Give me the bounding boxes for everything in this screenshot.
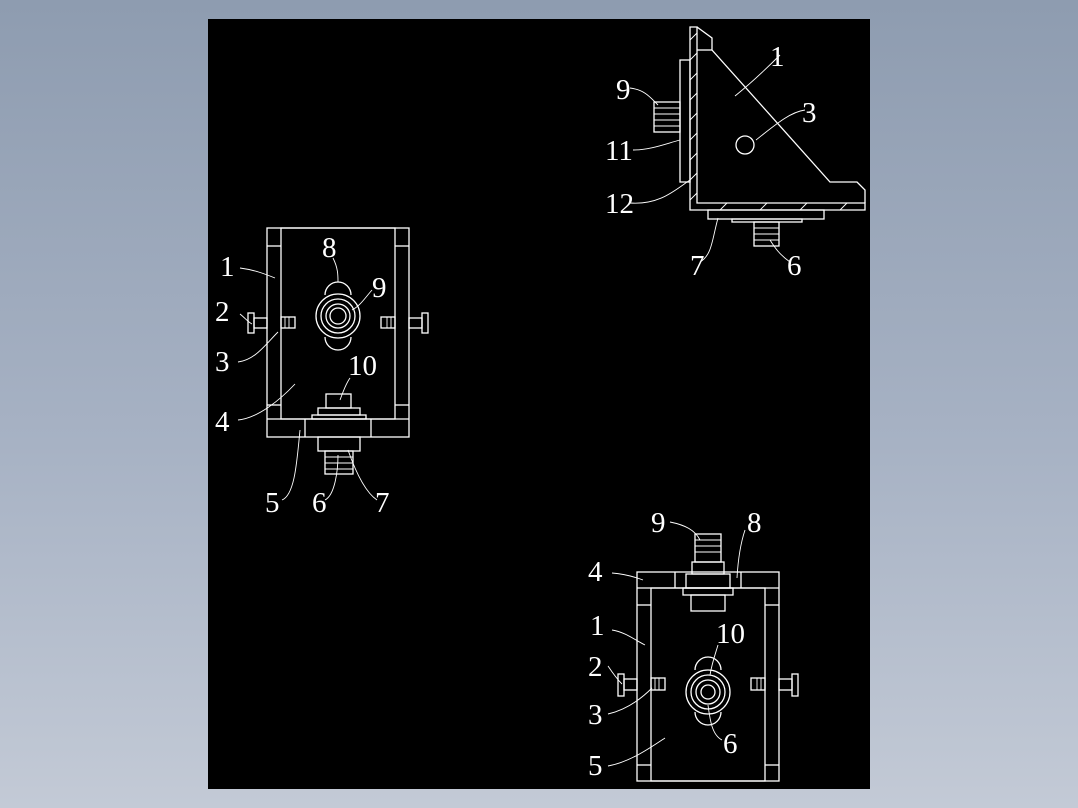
front-label-3: 3 [215, 346, 230, 378]
rear-label-10: 10 [716, 618, 745, 650]
rear-label-1: 1 [590, 610, 605, 642]
side-label-3: 3 [802, 97, 817, 129]
front-label-6: 6 [312, 487, 327, 519]
rear-label-6: 6 [723, 728, 738, 760]
cad-viewport[interactable] [208, 19, 870, 789]
front-view: 1 2 3 4 8 9 10 5 6 7 [215, 227, 429, 519]
front-label-4: 4 [215, 406, 230, 438]
side-view: 1 3 9 11 12 7 6 [605, 26, 866, 282]
rear-label-4: 4 [588, 556, 603, 588]
rear-view: 9 8 4 1 10 2 3 5 6 [588, 507, 799, 782]
rear-label-3: 3 [588, 699, 603, 731]
rear-label-5: 5 [588, 750, 603, 782]
side-label-9: 9 [616, 74, 631, 106]
front-label-7: 7 [375, 487, 390, 519]
side-label-6: 6 [787, 250, 802, 282]
front-label-9: 9 [372, 272, 387, 304]
front-label-10: 10 [348, 350, 377, 382]
side-label-1: 1 [770, 41, 785, 73]
rear-label-2: 2 [588, 651, 603, 683]
front-label-8: 8 [322, 232, 337, 264]
side-label-12: 12 [605, 188, 634, 220]
rear-label-9: 9 [651, 507, 666, 539]
front-label-1: 1 [220, 251, 235, 283]
side-label-7: 7 [690, 250, 705, 282]
front-label-5: 5 [265, 487, 280, 519]
side-label-11: 11 [605, 135, 633, 167]
rear-label-8: 8 [747, 507, 762, 539]
front-label-2: 2 [215, 296, 230, 328]
